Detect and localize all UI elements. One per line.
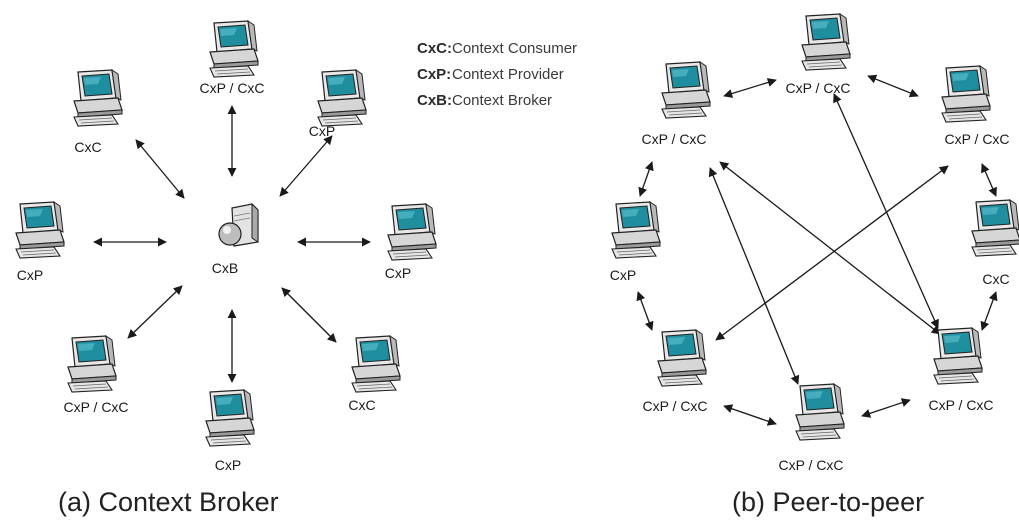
desktop-computer-icon <box>67 335 117 393</box>
node-label: CxP / CxC <box>641 131 706 147</box>
p2p-node-bottom-right: CxP / CxC <box>928 327 994 413</box>
legend: CxC: Context Consumer CxP: Context Provi… <box>417 40 577 109</box>
desktop-computer-icon <box>205 389 255 447</box>
broker-node-bottom: CxP <box>205 389 255 473</box>
node-label: CxP / CxC <box>785 80 850 96</box>
edge-p2p <box>723 404 777 426</box>
p2p-node-right: CxC <box>971 199 1019 287</box>
edge-broker-bottom-left <box>127 285 183 339</box>
edge-p2p <box>708 167 800 385</box>
edge-broker-top-left <box>135 139 185 199</box>
node-label: CxP / CxC <box>928 397 993 413</box>
desktop-computer-icon <box>941 65 991 123</box>
node-label: CxP <box>17 267 43 283</box>
p2p-edges <box>636 74 998 426</box>
desktop-computer-icon <box>611 201 661 259</box>
caption-broker: (a) Context Broker <box>58 487 279 517</box>
broker-node-top: CxP / CxC <box>199 20 265 96</box>
broker-node-bottom-right: CxC <box>348 335 401 413</box>
desktop-computer-icon <box>661 61 711 119</box>
edge-p2p <box>638 161 654 197</box>
broker-node: CxB <box>212 203 259 276</box>
desktop-computer-icon <box>933 327 983 385</box>
node-label: CxP / CxC <box>199 80 264 96</box>
legend-text: Context Provider <box>452 66 564 83</box>
desktop-computer-icon <box>15 201 65 259</box>
node-label: CxP <box>610 267 636 283</box>
edge-p2p <box>981 163 997 197</box>
p2p-node-top: CxP / CxC <box>785 13 851 96</box>
node-label: CxC <box>348 397 375 413</box>
caption-p2p: (b) Peer-to-peer <box>732 487 924 517</box>
broker-node-left: CxP <box>15 201 65 283</box>
edge-broker-top-right <box>279 135 333 197</box>
p2p-node-bottom: CxP / CxC <box>778 383 845 473</box>
node-label: CxP / CxC <box>778 457 843 473</box>
edge-p2p <box>723 78 777 98</box>
edge-broker-bottom-right <box>281 287 337 343</box>
legend-abbr: CxC: <box>417 40 452 57</box>
desktop-computer-icon <box>387 203 437 261</box>
legend-abbr: CxP: <box>417 66 451 83</box>
desktop-computer-icon <box>317 69 367 127</box>
desktop-computer-icon <box>795 383 845 441</box>
broker-node-right: CxP <box>385 203 437 281</box>
p2p-node-left: CxP <box>610 201 661 283</box>
node-label: CxP / CxC <box>944 131 1009 147</box>
desktop-computer-icon <box>971 199 1019 257</box>
broker-edges <box>93 105 371 383</box>
edge-p2p <box>636 291 654 331</box>
edge-p2p <box>861 398 911 418</box>
broker-node-top-right: CxP <box>309 69 367 139</box>
legend-abbr: CxB: <box>417 92 452 109</box>
legend-text: Context Broker <box>452 92 552 109</box>
node-label: CxC <box>982 271 1009 287</box>
node-label: CxP <box>215 457 241 473</box>
node-label: CxP <box>385 265 411 281</box>
desktop-computer-icon <box>73 69 123 127</box>
node-label: CxP / CxC <box>63 399 128 415</box>
broker-node-top-left: CxC <box>73 69 123 155</box>
edge-p2p <box>867 74 919 98</box>
broker-label: CxB <box>212 260 238 276</box>
edge-p2p <box>719 161 941 335</box>
node-label: CxP / CxC <box>642 398 707 414</box>
edge-p2p <box>833 93 939 329</box>
desktop-computer-icon <box>657 329 707 387</box>
node-label: CxP <box>309 123 335 139</box>
legend-text: Context Consumer <box>452 40 577 57</box>
edge-p2p <box>980 291 998 331</box>
node-label: CxC <box>74 139 101 155</box>
desktop-computer-icon <box>351 335 401 393</box>
edge-p2p <box>715 165 949 341</box>
p2p-node-top-right: CxP / CxC <box>941 65 1010 147</box>
p2p-node-top-left: CxP / CxC <box>641 61 711 147</box>
broker-node-bottom-left: CxP / CxC <box>63 335 129 415</box>
desktop-computer-icon <box>209 20 259 78</box>
server-icon <box>218 203 259 247</box>
p2p-node-bottom-left: CxP / CxC <box>642 329 708 414</box>
desktop-computer-icon <box>801 13 851 71</box>
